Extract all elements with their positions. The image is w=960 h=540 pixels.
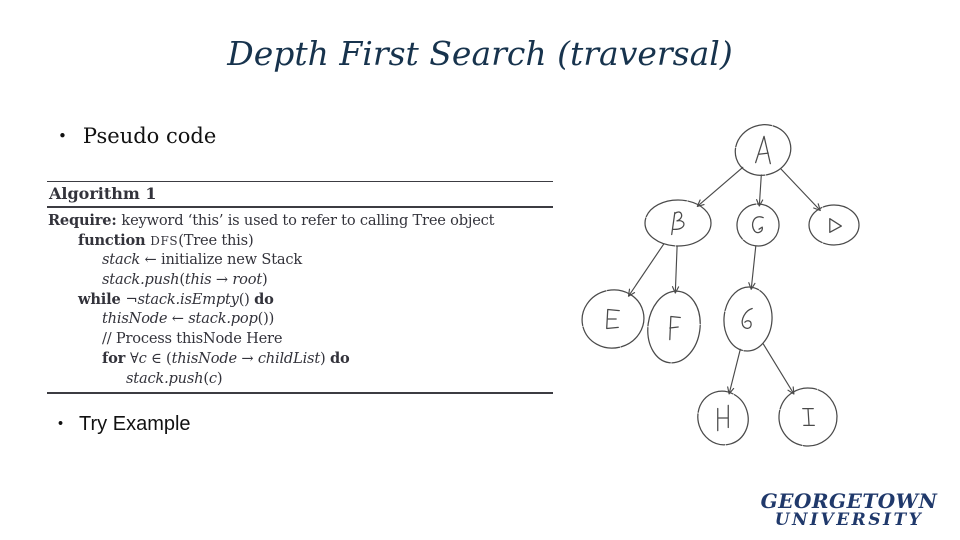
tree-node-G <box>723 286 773 352</box>
tree-node-label-I <box>802 407 815 427</box>
algorithm-header-rule <box>47 206 553 208</box>
algorithm-line: while ¬stack.isEmpty() do <box>78 290 274 308</box>
algorithm-line: stack.push(c) <box>126 369 223 387</box>
algorithm-line: for ∀c ∈ (thisNode → childList) do <box>102 349 350 367</box>
algorithm-line: // Process thisNode Here <box>102 330 283 348</box>
tree-edge-A-B <box>696 166 744 207</box>
georgetown-logo-line1: GEORGETOWN <box>760 489 938 513</box>
slide-title: Depth First Search (traversal) <box>227 34 733 73</box>
tree-node-label-B <box>671 211 685 236</box>
bullet-pseudo-code-label: Pseudo code <box>82 124 217 148</box>
bullet-icon: • <box>58 416 64 432</box>
bullet-pseudo-code: • Pseudo code <box>58 124 216 148</box>
algorithm-top-rule <box>47 181 553 182</box>
tree-edge-G-I <box>762 343 795 395</box>
algorithm-header: Algorithm 1 <box>49 184 157 203</box>
tree-edge-A-D <box>780 168 821 212</box>
tree-node-label-D <box>829 218 842 233</box>
algorithm-line: Require: keyword ‘this’ is used to refer… <box>48 212 495 229</box>
tree-node-C <box>736 203 780 247</box>
tree-node-A <box>734 124 792 176</box>
tree-edge-C-G <box>748 245 757 290</box>
tree-node-F <box>647 290 701 364</box>
tree-edge-B-F <box>671 245 680 294</box>
tree-edge-G-H <box>727 348 741 395</box>
algorithm-block: Algorithm 1 Require: keyword ‘this’ is u… <box>47 181 553 395</box>
tree-node-label-G <box>741 307 753 329</box>
algorithm-bottom-rule <box>47 392 553 395</box>
tree-edge-A-C <box>756 174 764 207</box>
algorithm-line: stack.push(this → root) <box>102 271 268 289</box>
tree-edge-B-E <box>627 243 665 297</box>
bullet-try-example: • Try Example <box>58 413 191 436</box>
bullet-try-example-label: Try Example <box>79 413 191 435</box>
georgetown-logo-line2: UNIVERSITY <box>774 510 924 530</box>
hand-drawn-tree-diagram <box>581 124 860 447</box>
algorithm-line: thisNode ← stack.pop()) <box>102 310 275 328</box>
tree-node-E <box>581 289 645 349</box>
tree-node-D <box>808 204 860 246</box>
algorithm-line: function DFS(Tree this) <box>78 231 254 249</box>
tree-node-I <box>778 387 838 447</box>
tree-node-label-F <box>669 315 681 341</box>
algorithm-line: stack ← initialize new Stack <box>102 251 302 269</box>
algorithm-lines: Require: keyword ‘this’ is used to refer… <box>47 208 553 388</box>
tree-node-B <box>644 199 712 247</box>
tree-node-H <box>697 390 749 446</box>
georgetown-logo: GEORGETOWN UNIVERSITY <box>740 491 958 529</box>
tree-node-label-A <box>755 135 771 165</box>
tree-node-label-H <box>717 404 729 432</box>
tree-node-label-C <box>751 216 764 234</box>
bullet-icon: • <box>58 127 67 145</box>
tree-node-label-E <box>606 308 620 330</box>
